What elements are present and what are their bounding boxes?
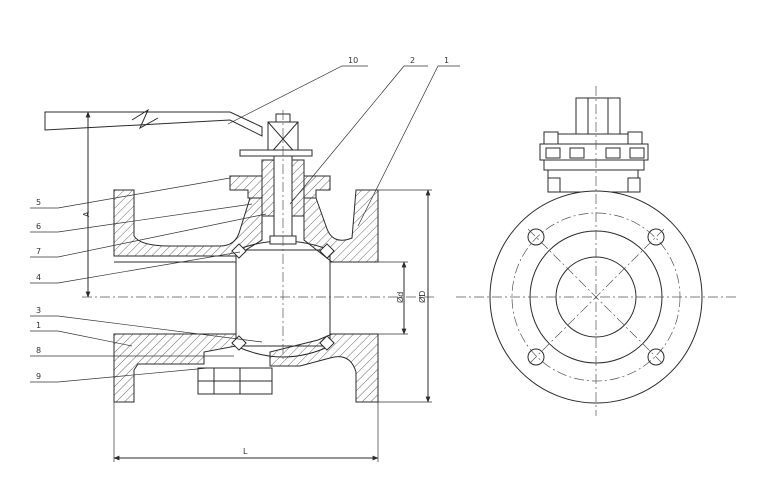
callout-1-top: 1 [444,56,449,65]
handle-lever [44,111,263,137]
seat-ring [231,243,247,259]
body-upper [113,189,263,257]
callout-leaders [30,65,460,383]
callout-7: 7 [36,247,41,256]
bolt-hole [527,348,545,366]
dim-A-label: A [82,211,91,217]
break-line [131,108,159,130]
callout-1-left: 1 [36,321,41,330]
callout-9: 9 [36,372,41,381]
bolt-hole [647,348,665,366]
callout-2: 2 [410,56,415,65]
bolt-hole [647,228,665,246]
dim-D-label: ØD [417,291,427,303]
callout-4: 4 [36,273,41,282]
end-view [456,86,736,416]
bolt-hole [527,228,545,246]
dim-L-label: L [243,447,248,456]
callout-8: 8 [36,346,41,355]
section-view: A L Ød ØD 10 2 [30,56,460,462]
dim-d-label: Ød [395,292,405,303]
callout-5: 5 [36,198,41,207]
callout-3: 3 [36,306,41,315]
callout-6: 6 [36,222,41,231]
callout-10: 10 [348,56,358,65]
end-view-stem-top [575,97,621,135]
